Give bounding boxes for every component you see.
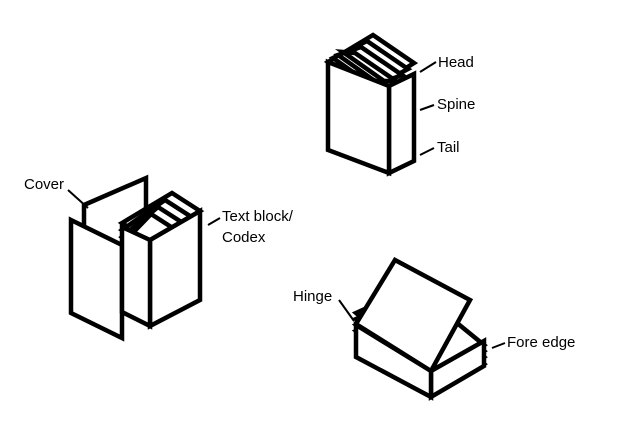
label-head: Head — [438, 54, 474, 71]
leader-line-tail — [419, 147, 435, 156]
cover-front-panel — [68, 216, 125, 342]
leader-line-fore-edge — [491, 342, 506, 349]
closed-book — [323, 32, 419, 177]
label-spine: Spine — [437, 96, 475, 113]
leader-line-hinge — [338, 299, 355, 322]
open-book — [351, 257, 488, 401]
leader-line-text-block — [207, 217, 221, 226]
label-cover: Cover — [24, 176, 64, 193]
leader-line-spine — [419, 104, 435, 111]
codex-front — [119, 223, 153, 330]
leader-line-head — [419, 61, 437, 73]
label-hinge: Hinge — [293, 288, 332, 305]
closed-book-front-cover — [325, 58, 392, 177]
closed-book-spine — [386, 70, 417, 177]
label-codex: Codex — [222, 229, 266, 246]
label-tail: Tail — [437, 139, 460, 156]
leader-line-cover — [67, 189, 89, 209]
label-text-block: Text block/ — [222, 208, 294, 225]
cover-and-codex — [68, 174, 205, 342]
label-fore-edge: Fore edge — [507, 334, 575, 351]
open-book-lifted-cover — [352, 257, 474, 375]
